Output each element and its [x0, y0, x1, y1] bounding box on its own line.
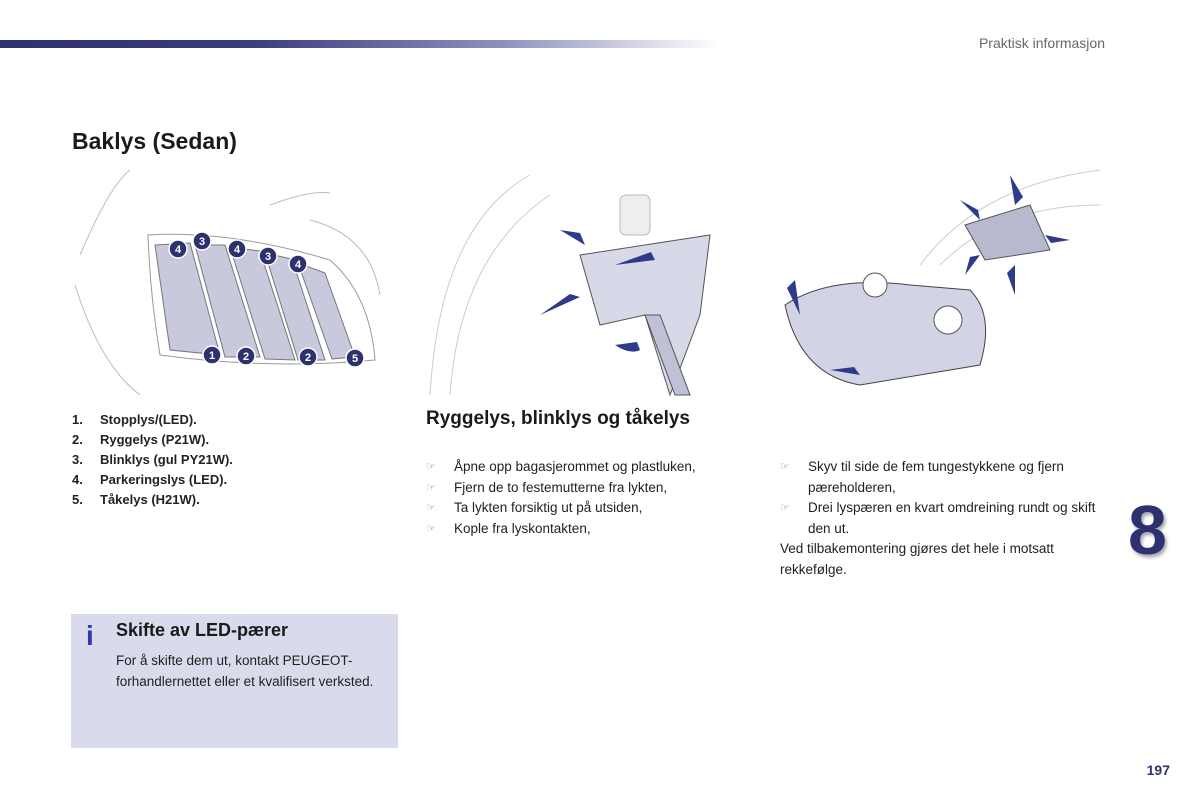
- svg-text:4: 4: [175, 244, 182, 256]
- info-text: For å skifte dem ut, kontakt PEUGEOT-for…: [116, 653, 374, 689]
- pointing-hand-icon: ☞: [426, 481, 436, 494]
- legend-number: 4.: [72, 472, 83, 487]
- bulb-holder-diagram: [784, 169, 1101, 386]
- svg-text:1: 1: [209, 350, 215, 362]
- legend-number: 1.: [72, 412, 83, 427]
- trunk-panel-diagram: [429, 174, 711, 397]
- pointing-hand-icon: ☞: [780, 502, 790, 514]
- legend-number: 5.: [72, 492, 83, 507]
- step-item: ☞ Ta lykten forsiktig ut på utsiden,: [426, 498, 766, 519]
- pointing-hand-icon: ☞: [426, 461, 436, 473]
- page-number: 197: [1146, 762, 1170, 778]
- steps-right: ☞ Skyv til side de fem tungestykkene og f…: [780, 457, 1110, 539]
- diagram-marker: 3: [192, 231, 212, 251]
- section-title: Praktisk informasjon: [978, 35, 1105, 51]
- header-bar: [0, 40, 720, 48]
- legend-label: Ryggelys (P21W).: [100, 432, 210, 447]
- pointing-hand-icon: ☞: [426, 502, 436, 514]
- legend-item: 4. Parkeringslys (LED).: [72, 470, 233, 490]
- step-text: Drei lyspæren en kvart omdreining rundt …: [808, 500, 1096, 536]
- legend-number: 3.: [72, 452, 83, 467]
- legend-label: Tåkelys (H21W).: [100, 492, 200, 507]
- svg-text:3: 3: [199, 236, 205, 248]
- rear-light-diagram: 4 3 4 3 4 1 2 2 5: [74, 169, 381, 396]
- legend-item: 3. Blinklys (gul PY21W).: [72, 450, 233, 470]
- step-item: ☞ Åpne opp bagasjerommet og plastluken,: [426, 457, 766, 478]
- svg-text:5: 5: [352, 353, 358, 365]
- info-box: i Skifte av LED-pærer For å skifte dem u…: [71, 614, 398, 748]
- legend-item: 2. Ryggelys (P21W).: [72, 430, 233, 450]
- svg-text:4: 4: [295, 259, 302, 271]
- diagram-marker: 3: [258, 246, 278, 266]
- chapter-number: 8: [1128, 491, 1167, 569]
- legend-item: 1. Stopplys/(LED).: [72, 410, 233, 430]
- step-item: ☞ Drei lyspæren en kvart omdreining rundt…: [780, 498, 1110, 539]
- step-item: ☞ Skyv til side de fem tungestykkene og f…: [780, 457, 1110, 498]
- closing-text: Ved tilbakemontering gjøres det hele i m…: [780, 541, 1054, 577]
- diagram-marker: 4: [168, 239, 188, 259]
- diagram-marker: 5: [345, 348, 365, 368]
- pointing-hand-icon: ☞: [426, 522, 436, 535]
- step-text: Ta lykten forsiktig ut på utsiden,: [454, 500, 643, 515]
- svg-text:2: 2: [243, 351, 249, 363]
- step-item: ☞ Kople fra lyskontakten,: [426, 519, 766, 540]
- page-title: Baklys (Sedan): [72, 128, 237, 154]
- step-text: Åpne opp bagasjerommet og plastluken,: [454, 459, 696, 474]
- info-icon: i: [86, 620, 94, 651]
- legend-item: 5. Tåkelys (H21W).: [72, 490, 233, 510]
- step-text: Kople fra lyskontakten,: [454, 520, 591, 536]
- diagram-marker: 4: [227, 239, 247, 259]
- right-column: ☞ Skyv til side de fem tungestykkene og f…: [780, 457, 1110, 580]
- diagram-marker: 2: [236, 346, 256, 366]
- step-item: ☞ Fjern de to festemutterne fra lykten,: [426, 478, 766, 499]
- pointing-hand-icon: ☞: [780, 461, 790, 473]
- step-text: Skyv til side de fem tungestykkene og fj…: [808, 459, 1064, 495]
- bulb-legend: 1. Stopplys/(LED). 2. Ryggelys (P21W). 3. Bli…: [72, 410, 233, 510]
- diagram-marker: 2: [298, 347, 318, 367]
- section-subtitle: Ryggelys, blinklys og tåkelys: [426, 408, 690, 429]
- svg-text:4: 4: [234, 244, 241, 256]
- diagram-marker: 4: [288, 254, 308, 274]
- legend-label: Blinklys (gul PY21W).: [100, 452, 233, 467]
- legend-label: Parkeringslys (LED).: [100, 472, 228, 487]
- legend-number: 2.: [72, 432, 83, 447]
- svg-text:3: 3: [265, 251, 271, 263]
- diagram-marker: 1: [202, 345, 222, 365]
- svg-text:2: 2: [305, 352, 311, 364]
- info-title: Skifte av LED-pærer: [116, 620, 289, 640]
- steps-left: ☞ Åpne opp bagasjerommet og plastluken, ☞ F…: [426, 457, 766, 539]
- step-text: Fjern de to festemutterne fra lykten,: [454, 479, 668, 495]
- legend-label: Stopplys/(LED).: [100, 412, 197, 427]
